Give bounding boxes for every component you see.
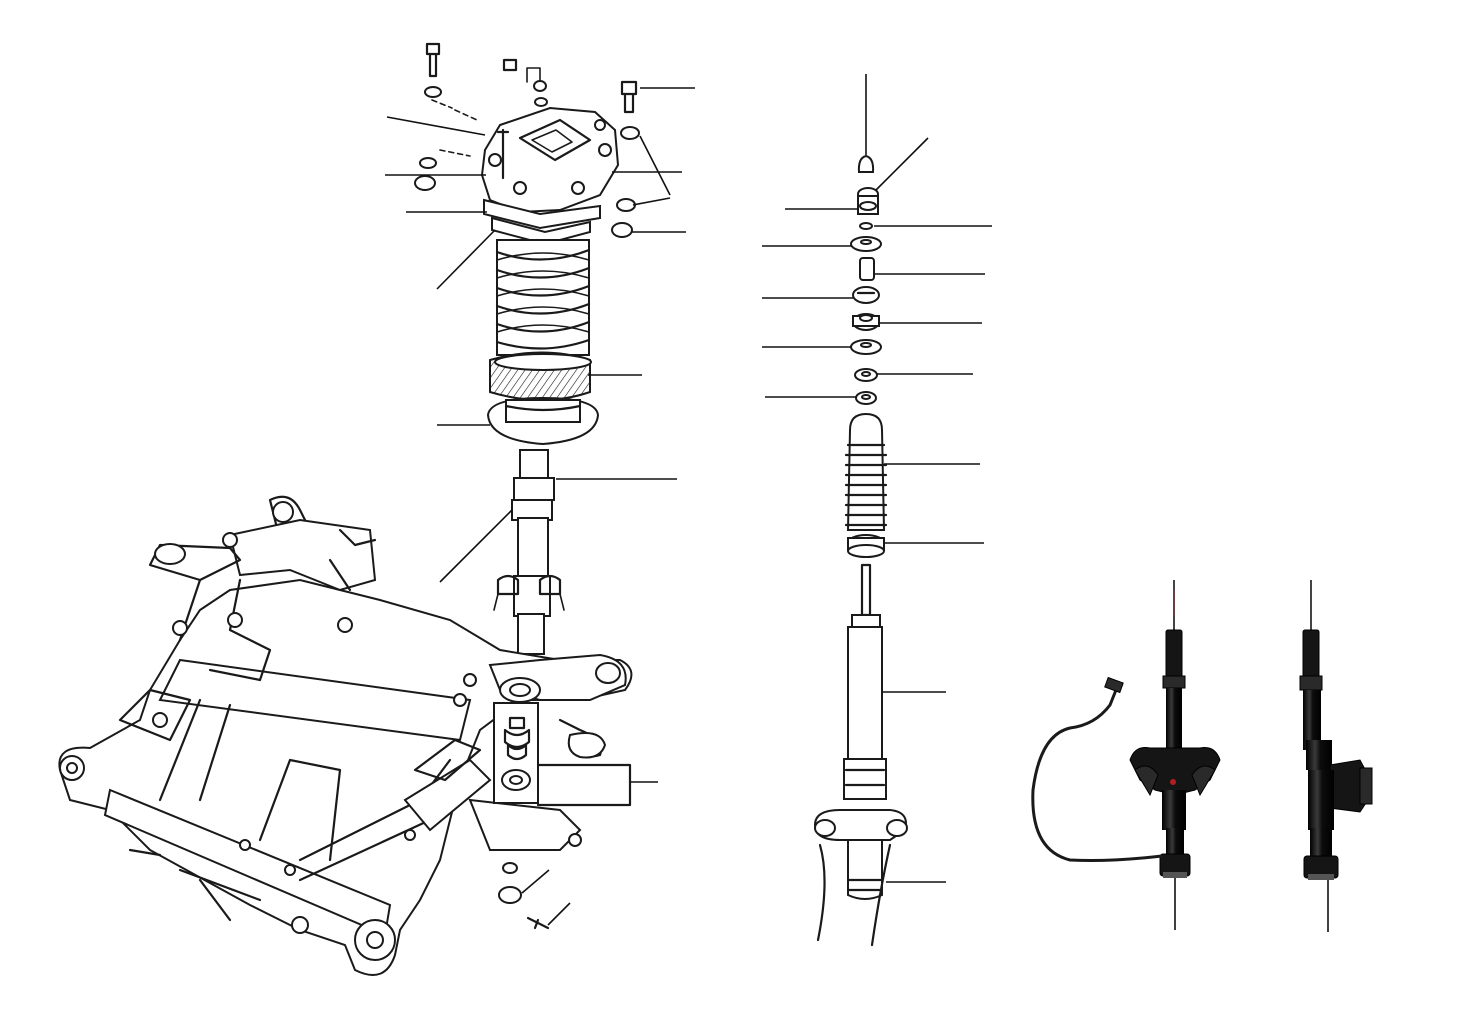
lower-control-arm xyxy=(488,653,627,703)
strut-damper-body xyxy=(493,449,565,655)
ball-joint-inset xyxy=(493,702,632,807)
cap-nut xyxy=(857,154,875,173)
callout-leaders-center xyxy=(762,137,992,883)
subframe-strut-assembly xyxy=(58,42,695,976)
bump-stop-ring xyxy=(847,534,885,558)
coil-spring xyxy=(495,239,591,356)
dust-boot xyxy=(844,412,888,531)
air-strut-product-2 xyxy=(1299,580,1373,932)
upper-bushing-stack xyxy=(850,187,882,405)
ball-joint-nut xyxy=(498,862,550,930)
upper-strut-mount xyxy=(480,106,620,246)
callout-leaders-left xyxy=(385,87,695,926)
shock-absorber xyxy=(813,563,908,947)
lower-spring-seat xyxy=(486,396,600,446)
front-subframe xyxy=(58,495,633,976)
spring-insulator xyxy=(489,351,592,401)
upper-mount-bolts xyxy=(414,42,640,238)
air-strut-product-1 xyxy=(1031,580,1221,930)
strut-exploded-stack xyxy=(762,74,992,947)
